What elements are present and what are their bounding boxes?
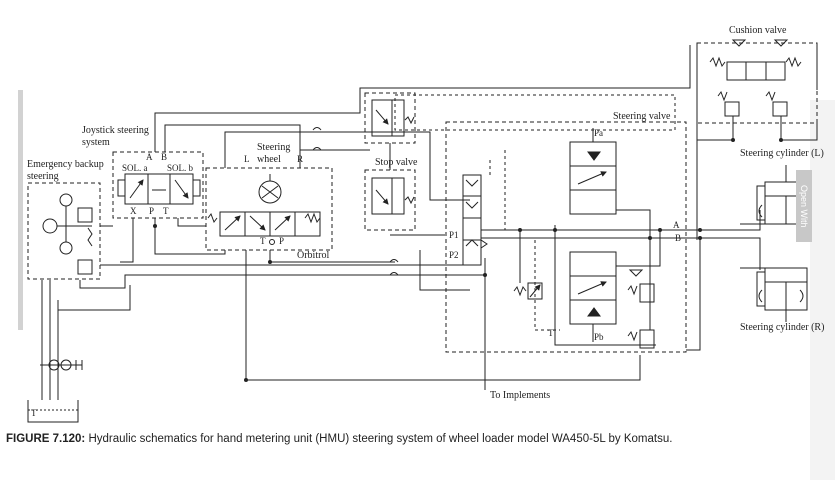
port-p-label: P — [149, 206, 155, 216]
page-shade — [810, 100, 835, 480]
orbitrol-box — [205, 167, 333, 251]
port-a-label: A — [146, 152, 153, 162]
cushion-valve-box — [696, 42, 818, 124]
sol-b-label: SOL. b — [167, 163, 194, 173]
tank-t-label: T — [31, 408, 37, 418]
figure-caption: FIGURE 7.120: Hydraulic schematics for h… — [6, 433, 831, 445]
emergency-box — [27, 182, 101, 280]
valve-t-label: T — [548, 328, 554, 338]
figure-caption-text: Hydraulic schematics for hand metering u… — [85, 433, 673, 445]
pb-label: Pb — [594, 332, 604, 342]
pilot-dash-box — [394, 94, 676, 131]
steering-cylinder-r-label: Steering cylinder (R) — [740, 322, 825, 333]
orbitrol-label: Orbitrol — [297, 250, 330, 261]
port-t-label: T — [163, 206, 169, 216]
joystick-label-2: system — [82, 137, 110, 148]
figure-number: FIGURE 7.120: — [6, 433, 86, 445]
page-edge-bar — [18, 90, 23, 330]
joystick-box — [112, 151, 204, 219]
out-a-label: A — [673, 220, 680, 230]
steering-wheel-label-1: Steering — [257, 142, 291, 153]
steering-wheel-label-2: wheel — [257, 154, 281, 165]
open-with-tab[interactable]: Open With — [796, 170, 812, 242]
steering-cylinder-l-label: Steering cylinder (L) — [740, 148, 824, 159]
port-r-label: R — [297, 154, 304, 164]
junction-dots — [153, 138, 783, 382]
joystick-label-1: Joystick steering — [82, 125, 149, 136]
stop-valve-top-box — [364, 92, 416, 144]
to-implements-label: To Implements — [490, 390, 551, 401]
sol-a-label: SOL. a — [122, 163, 148, 173]
port-b-label: B — [161, 152, 168, 162]
out-b-label: B — [675, 233, 682, 243]
port-x-label: X — [130, 206, 137, 216]
pa-label: Pa — [594, 128, 603, 138]
orbitrol-p-label: P — [279, 236, 285, 246]
port-l-label: L — [244, 154, 250, 164]
steering-valve-box — [445, 121, 687, 353]
stop-valve-label: Stop valve — [375, 157, 418, 168]
emergency-label-1: Emergency backup — [27, 159, 104, 170]
orbitrol-t-label: T — [260, 236, 266, 246]
steering-valve-label: Steering valve — [613, 111, 671, 122]
p1-label: P1 — [449, 230, 459, 240]
emergency-label-2: steering — [27, 171, 59, 182]
cushion-valve-label: Cushion valve — [729, 25, 787, 36]
p2-label: P2 — [449, 250, 459, 260]
